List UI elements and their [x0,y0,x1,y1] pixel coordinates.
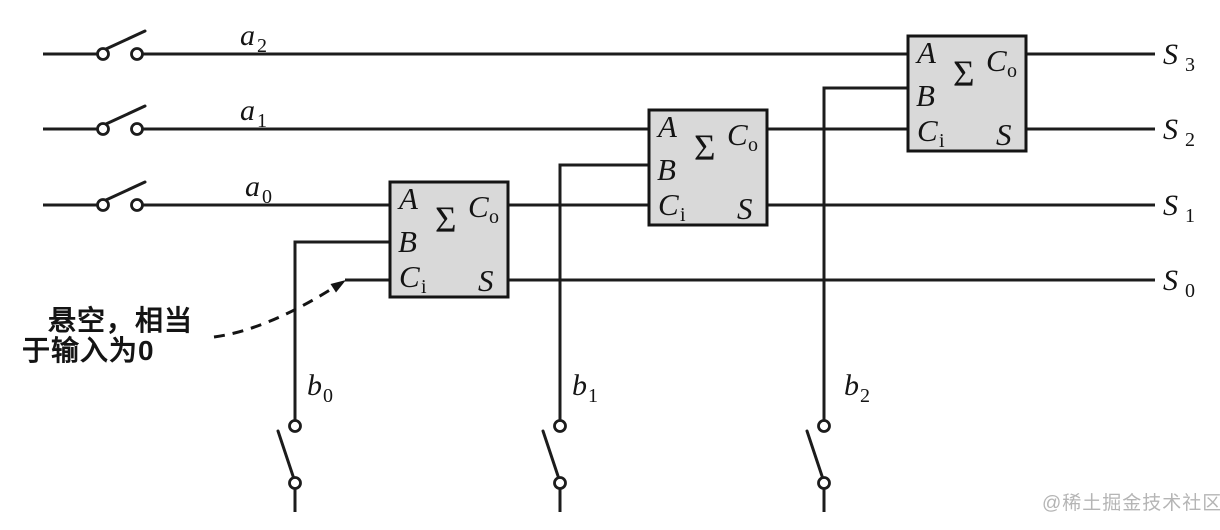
switch-b0-contact-top [288,419,302,433]
switch-a1-contact-left [96,122,110,136]
full-adder-1-pin-Ci: Ci [658,187,686,226]
full-adder-1-sigma-icon: Σ [694,128,716,169]
annotation-dashed-arrow [213,286,334,339]
full-adder-1-pin-S: S [737,191,753,226]
annotation-text-line2: 于输入为0 [22,334,155,366]
switch-b1-contact-bottom [553,476,567,490]
switch-a2-contact-right [130,47,144,61]
annotation-arrowhead-icon [330,280,346,293]
annotation-text-line1: 悬空，相当 [48,304,193,336]
full-adder-0-sigma-icon: Σ [435,200,457,241]
full-adder-0-pin-Co: Co [468,189,499,228]
switch-b2-contact-bottom [817,476,831,490]
switch-b2 [805,419,831,512]
input-label-b1: b1 [572,369,598,407]
full-adder-1-pin-A: A [656,109,678,144]
full-adder-1-pin-B: B [657,152,676,187]
switch-b1-blade [541,429,560,478]
full-adder-2: A Σ Co B Ci S [906,34,1028,153]
switch-b1-contact-top [553,419,567,433]
input-label-b2: b2 [844,369,870,407]
full-adder-0-box [388,180,510,299]
full-adder-0: A Σ Co B Ci S [388,180,510,299]
switch-a1-contact-right [130,122,144,136]
full-adder-2-pin-S: S [996,117,1012,152]
switch-b2-blade [805,429,824,478]
wire-b2-to-adder2-B [822,86,908,420]
net-b0 [293,240,390,420]
switch-a2 [96,29,147,61]
full-adder-2-pin-Co: Co [986,43,1017,82]
input-label-b0: b0 [307,369,333,407]
wire-b1-to-adder1-B [558,163,649,420]
switch-b2-contact-top [817,419,831,433]
watermark: @稀土掘金技术社区 [1042,492,1220,514]
switch-a2-blade [104,29,147,51]
full-adder-2-pin-A: A [915,35,937,70]
switch-b0-blade [276,429,295,478]
full-adder-2-pin-Ci: Ci [917,113,945,152]
full-adder-2-pin-B: B [916,78,935,113]
switch-b0 [276,419,302,512]
net-b2 [822,86,908,420]
full-adder-0-pin-S: S [478,263,494,298]
full-adder-1-box [647,108,769,227]
full-adder-1-pin-Co: Co [727,117,758,156]
floating-input-annotation: 悬空，相当 于输入为0 [22,280,346,366]
full-adder-2-box [906,34,1028,153]
switch-a1 [96,104,147,136]
switch-a0-contact-left [96,198,110,212]
switch-a2-contact-left [96,47,110,61]
switch-b0-contact-bottom [288,476,302,490]
full-adder-2-sigma-icon: Σ [953,54,975,95]
switch-a1-blade [104,104,147,126]
switch-a0 [96,180,147,212]
net-b1 [558,163,649,420]
full-adder-0-pin-B: B [398,224,417,259]
full-adder-0-pin-Ci: Ci [399,259,427,298]
full-adder-0-pin-A: A [397,181,419,216]
switch-a0-contact-right [130,198,144,212]
full-adder-1: A Σ Co B Ci S [647,108,769,227]
switch-b1 [541,419,567,512]
wire-b0-to-adder0-B [293,240,390,420]
switch-a0-blade [104,180,147,202]
